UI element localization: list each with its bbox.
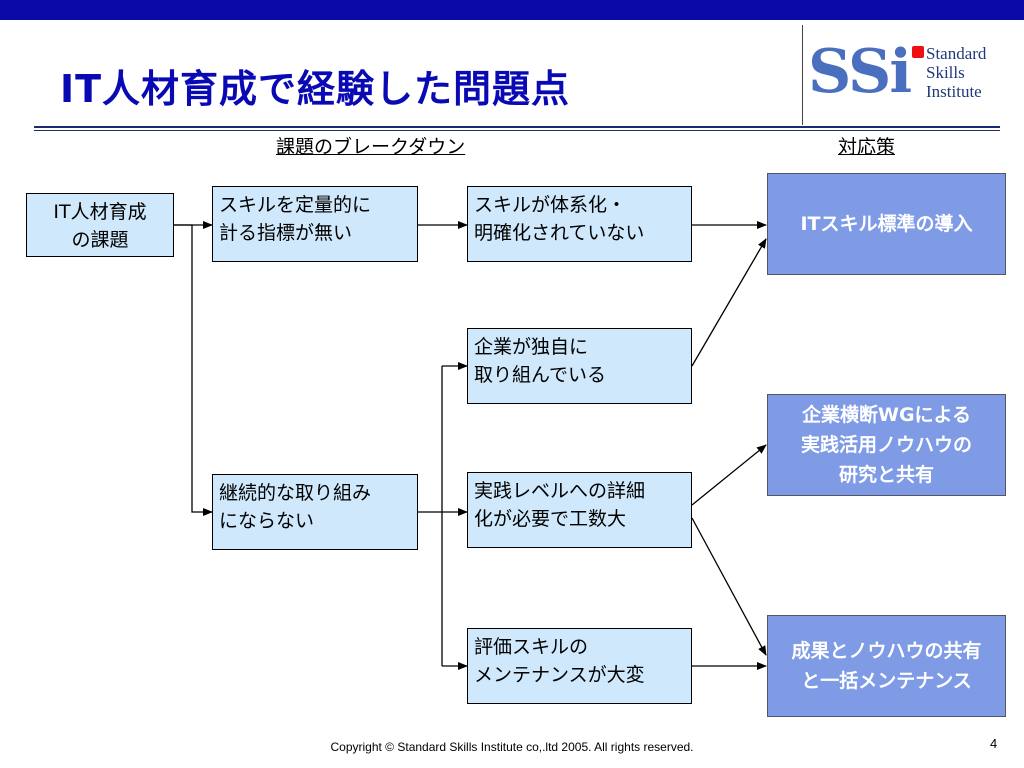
measure-share-maintain: 成果とノウハウの共有 と一括メンテナンス xyxy=(767,615,1006,717)
issue-root: IT人材育成 の課題 xyxy=(26,193,174,257)
copyright-footer: Copyright © Standard Skills Institute co… xyxy=(330,740,694,754)
issue-company-specific: 企業が独自に 取り組んでいる xyxy=(467,328,692,404)
issue-not-continuous: 継続的な取り組み にならない xyxy=(212,474,418,550)
section-label-measures: 対応策 xyxy=(838,136,896,158)
logo-mark: SSi xyxy=(808,37,912,107)
section-label-breakdown: 課題のブレークダウン xyxy=(276,136,466,158)
issue-detail-practice: 実践レベルへの詳細 化が必要で工数大 xyxy=(467,472,692,548)
ssi-logo: SSi Standard Skills Institute xyxy=(808,40,1008,104)
measure-cross-company-wg: 企業横断WGによる 実践活用ノウハウの 研究と共有 xyxy=(767,394,1006,496)
page-title: IT人材育成で経験した問題点 xyxy=(60,67,571,111)
measure-it-skill-standard: ITスキル標準の導入 xyxy=(767,173,1006,275)
header-rule-thin xyxy=(34,130,1000,131)
page-number: 4 xyxy=(990,736,998,751)
logo-text: Standard Skills Institute xyxy=(926,44,987,101)
issue-no-metric: スキルを定量的に 計る指標が無い xyxy=(212,186,418,262)
logo-dot-icon xyxy=(912,46,924,58)
header-rule xyxy=(34,126,1000,128)
header-divider xyxy=(802,25,803,125)
issue-not-systematized: スキルが体系化・ 明確化されていない xyxy=(467,186,692,262)
top-bar xyxy=(0,0,1024,20)
issue-maintenance: 評価スキルの メンテナンスが大変 xyxy=(467,628,692,704)
